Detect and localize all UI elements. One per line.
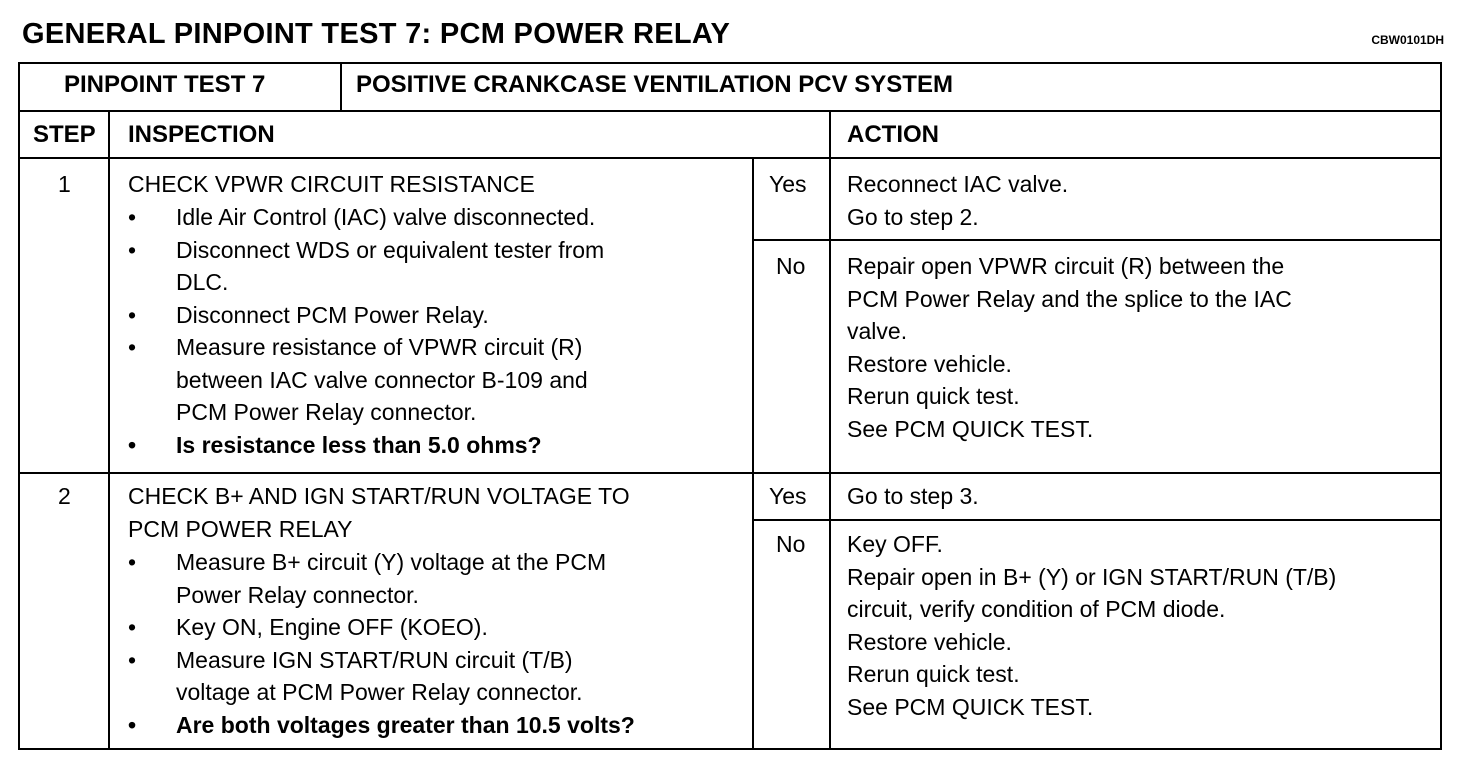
inspection-list: Measure B+ circuit (Y) voltage at the PC… — [128, 546, 635, 741]
step-header: STEP — [33, 121, 96, 148]
list-item-continuation: Power Relay connector. — [176, 581, 419, 608]
action-line: circuit, verify condition of PCM diode. — [847, 596, 1226, 622]
action-line: Repair open VPWR circuit (R) between the — [847, 253, 1285, 279]
rule — [18, 472, 1442, 474]
action-line: Rerun quick test. — [847, 661, 1020, 687]
action-line: See PCM QUICK TEST. — [847, 693, 1094, 720]
no-label: No — [776, 531, 806, 557]
action-line: valve. — [847, 318, 908, 344]
list-item-continuation: DLC. — [176, 269, 229, 295]
action-line: PCM Power Relay and the splice to the IA… — [847, 285, 1292, 312]
action-line: Reconnect IAC valve. — [847, 171, 1069, 197]
test-label: PINPOINT TEST 7 — [64, 71, 266, 98]
action-line: Go to step 2. — [847, 203, 979, 230]
test-name: POSITIVE CRANKCASE VENTILATION PCV SYSTE… — [356, 71, 953, 98]
list-item: Measure resistance of VPWR circuit (R) — [128, 331, 604, 364]
inspection-list: Idle Air Control (IAC) valve disconnecte… — [128, 201, 604, 461]
list-item-continuation: between IAC valve connector B-109 and — [176, 366, 588, 393]
action-header: ACTION — [847, 121, 939, 148]
rule — [829, 110, 831, 750]
step-number: 1 — [58, 171, 71, 197]
list-item: Measure B+ circuit (Y) voltage at the PC… — [128, 546, 635, 579]
rule — [108, 110, 110, 750]
inspection-heading: CHECK VPWR CIRCUIT RESISTANCE — [128, 171, 535, 197]
yes-label: Yes — [769, 483, 807, 509]
action-line: Key OFF. — [847, 531, 943, 557]
step-number: 2 — [58, 483, 71, 509]
list-item-question: Are both voltages greater than 10.5 volt… — [128, 709, 635, 742]
list-item: Disconnect PCM Power Relay. — [128, 299, 604, 332]
list-item: Disconnect WDS or equivalent tester from — [128, 234, 604, 267]
rule — [752, 157, 754, 750]
action-line: Restore vehicle. — [847, 350, 1012, 377]
action-line: Repair open in B+ (Y) or IGN START/RUN (… — [847, 563, 1337, 590]
yes-action: Go to step 3. — [847, 480, 979, 513]
rule — [752, 239, 1442, 241]
no-action: Key OFF. Repair open in B+ (Y) or IGN ST… — [847, 528, 1336, 723]
action-line: Go to step 3. — [847, 483, 979, 509]
list-item: Idle Air Control (IAC) valve disconnecte… — [128, 201, 604, 234]
list-item-question: Is resistance less than 5.0 ohms? — [128, 429, 604, 462]
list-item-continuation: PCM Power Relay connector. — [176, 399, 477, 425]
pinpoint-table — [18, 62, 1442, 750]
inspection-header: INSPECTION — [128, 121, 275, 148]
rule — [18, 157, 1442, 159]
list-item: Key ON, Engine OFF (KOEO). — [128, 611, 635, 644]
action-line: Restore vehicle. — [847, 628, 1012, 655]
no-action: Repair open VPWR circuit (R) between the… — [847, 250, 1292, 445]
yes-label: Yes — [769, 171, 807, 197]
list-item-continuation: voltage at PCM Power Relay connector. — [176, 679, 583, 705]
list-item: Measure IGN START/RUN circuit (T/B) — [128, 644, 635, 677]
document-code: CBW0101DH — [1371, 33, 1444, 47]
yes-action: Reconnect IAC valve. Go to step 2. — [847, 168, 1068, 233]
action-line: Rerun quick test. — [847, 383, 1020, 409]
rule — [18, 110, 1442, 112]
inspection-heading-continuation: PCM POWER RELAY — [128, 516, 353, 542]
no-label: No — [776, 253, 806, 279]
rule — [752, 519, 1442, 521]
action-line: See PCM QUICK TEST. — [847, 415, 1094, 442]
rule — [340, 62, 342, 110]
inspection-heading: CHECK B+ AND IGN START/RUN VOLTAGE TO — [128, 483, 630, 509]
page-title: GENERAL PINPOINT TEST 7: PCM POWER RELAY — [22, 18, 731, 50]
